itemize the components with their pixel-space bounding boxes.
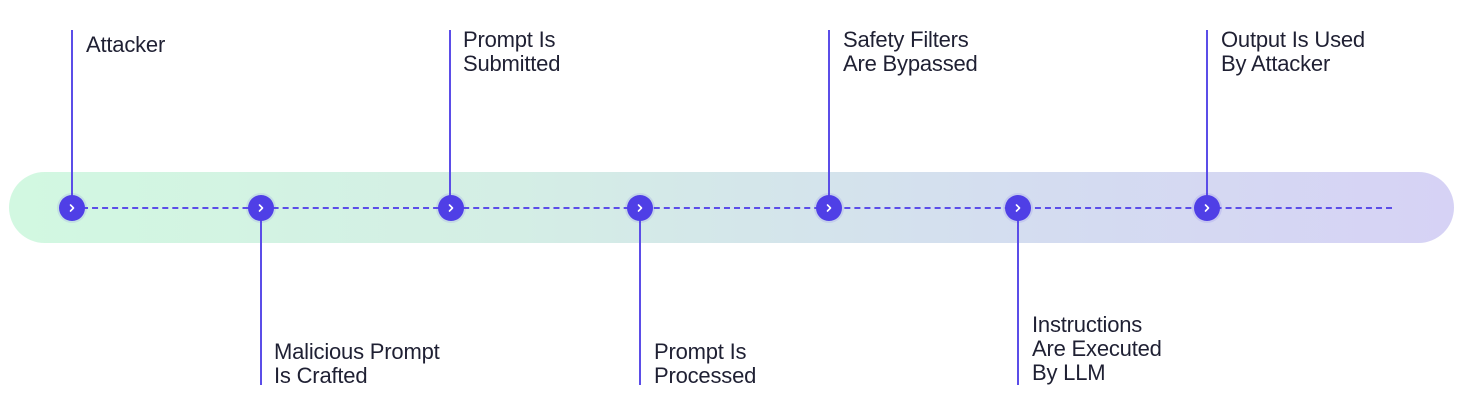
step-3-node: [438, 195, 464, 221]
step-7-node: [1194, 195, 1220, 221]
step-3-label: Prompt Is Submitted: [463, 27, 561, 76]
step-5-label: Safety Filters Are Bypassed: [843, 27, 978, 76]
step-1-node: [59, 195, 85, 221]
step-6-connector: [1017, 210, 1019, 385]
step-1-connector: [71, 30, 73, 206]
chevron-right-icon: [1015, 204, 1021, 212]
step-4-label: Prompt Is Processed: [654, 339, 757, 388]
step-3-connector: [449, 30, 451, 206]
chevron-right-icon: [826, 204, 832, 212]
chevron-right-icon: [69, 204, 75, 212]
step-7-connector: [1206, 30, 1208, 206]
step-4-connector: [639, 210, 641, 385]
chevron-right-icon: [258, 204, 264, 212]
chevron-right-icon: [1204, 204, 1210, 212]
step-6-label: Instructions Are Executed By LLM: [1032, 312, 1162, 385]
chevron-right-icon: [448, 204, 454, 212]
step-2-label: Malicious Prompt Is Crafted: [274, 339, 440, 388]
step-2-connector: [260, 210, 262, 385]
step-7-label: Output Is Used By Attacker: [1221, 27, 1365, 76]
step-4-node: [627, 195, 653, 221]
step-6-node: [1005, 195, 1031, 221]
timeline-dashed-track: [72, 207, 1392, 209]
step-1-label: Attacker: [86, 32, 166, 57]
step-2-node: [248, 195, 274, 221]
step-5-connector: [828, 30, 830, 206]
step-5-node: [816, 195, 842, 221]
chevron-right-icon: [637, 204, 643, 212]
